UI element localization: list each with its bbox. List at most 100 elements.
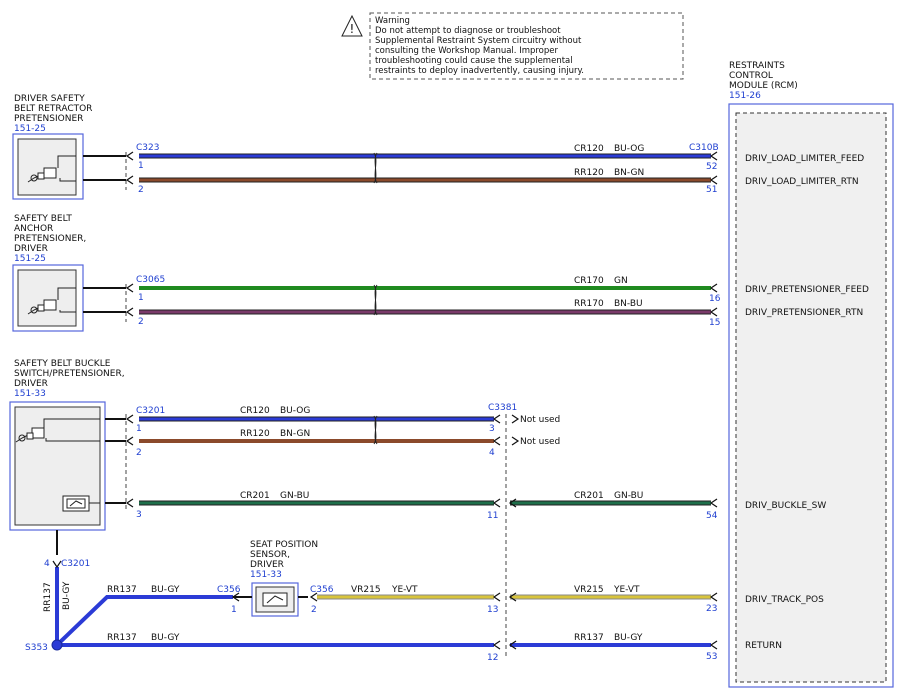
sensor-label-2: SENSOR, xyxy=(250,550,290,560)
warning-box xyxy=(369,12,684,80)
rcm-inner-body xyxy=(735,112,887,683)
wire-label-cr120-top-circuit: CR120 xyxy=(574,144,604,154)
buckle-label-2: SWITCH/PRETENSIONER, xyxy=(14,369,125,379)
pin-c3381-3: 3 xyxy=(489,424,495,434)
pin-c3201-2: 2 xyxy=(136,448,142,458)
wires xyxy=(55,153,711,647)
rcm-module: RESTRAINTS CONTROL MODULE (RCM) 151-26 D… xyxy=(706,61,894,688)
retractor-label-2: BELT RETRACTOR xyxy=(14,104,92,114)
sensor-label-3: DRIVER xyxy=(250,560,284,570)
anchor-label-2: ANCHOR xyxy=(14,224,53,234)
wire-label-rr120-top-circuit: RR120 xyxy=(574,168,604,178)
sensor-switch-icon xyxy=(262,592,288,607)
warning-line-4: troubleshooting could cause the suppleme… xyxy=(375,56,573,66)
wire-label-rr137-vertical-circuit: RR137 xyxy=(43,582,53,612)
rcm-ref: 151-26 xyxy=(729,91,761,101)
connector-arrows xyxy=(52,151,718,650)
pin-c3201-4: 4 xyxy=(44,559,50,569)
wire-label-rr137-sensor-color: BU-GY xyxy=(151,585,180,595)
wire-label-rr120-top-color: BN-GN xyxy=(614,168,644,178)
buckle-switch-pretensioner: SAFETY BELT BUCKLE SWITCH/PRETENSIONER, … xyxy=(9,359,125,531)
wire-label-vr215-left-circuit: VR215 xyxy=(351,585,381,595)
warning-line-3: consulting the Workshop Manual. Improper xyxy=(375,46,559,56)
warning-line-2: Supplemental Restraint System circuitry … xyxy=(375,36,582,46)
wire-label-cr201-right-circuit: CR201 xyxy=(574,491,604,501)
rcm-pin-52: 52 xyxy=(706,162,717,172)
wire-label-cr120-buckle-color: BU-OG xyxy=(280,406,310,416)
wire-label-vr215-right-color: YE-VT xyxy=(613,585,640,595)
buckle-ref: 151-33 xyxy=(14,389,46,399)
warning-notice: ! Warning Do not attempt to diagnose or … xyxy=(341,12,684,80)
pin-c3201-3: 3 xyxy=(136,510,142,520)
rcm-pin-name-53: RETURN xyxy=(745,641,782,651)
wire-label-rr137-sensor-circuit: RR137 xyxy=(107,585,137,595)
splice-s353 xyxy=(51,639,63,651)
anchor-label-3: PRETENSIONER, xyxy=(14,234,86,244)
rcm-pin-23: 23 xyxy=(706,604,717,614)
pin-c3381-4: 4 xyxy=(489,448,495,458)
label-s353: S353 xyxy=(25,643,48,653)
rcm-pin-name-51: DRIV_LOAD_LIMITER_RTN xyxy=(745,177,859,187)
twisted-pair-markers xyxy=(373,152,378,445)
wire-label-rr137-return-left-circuit: RR137 xyxy=(107,633,137,643)
retractor-inner xyxy=(17,138,77,196)
wire-label-rr137-return-right-color: BU-GY xyxy=(614,633,643,643)
anchor-ref: 151-25 xyxy=(14,254,46,264)
wire-label-vr215-left-color: YE-VT xyxy=(391,585,418,595)
wire-label-cr120-top-color: BU-OG xyxy=(614,144,644,154)
sensor-label-1: SEAT POSITION xyxy=(250,540,318,550)
anchor-label-1: SAFETY BELT xyxy=(14,214,72,224)
retractor-pretensioner: DRIVER SAFETY BELT RETRACTOR PRETENSIONE… xyxy=(12,94,92,200)
wire-label-rr120-buckle-color: BN-GN xyxy=(280,429,310,439)
wire-label-cr120-buckle-circuit: CR120 xyxy=(240,406,270,416)
buckle-switch-icon xyxy=(62,495,100,512)
wire-label-rr137-return-left-color: BU-GY xyxy=(151,633,180,643)
anchor-pretensioner: SAFETY BELT ANCHOR PRETENSIONER, DRIVER … xyxy=(12,214,86,332)
squib-icon xyxy=(15,418,100,443)
label-c3065: C3065 xyxy=(136,275,165,285)
rcm-label-3: MODULE (RCM) xyxy=(729,81,798,91)
wire-label-cr170-color: GN xyxy=(614,276,628,286)
warning-line-1: Do not attempt to diagnose or troublesho… xyxy=(375,26,561,36)
wire-label-rr120-buckle-circuit: RR120 xyxy=(240,429,270,439)
rcm-pin-16: 16 xyxy=(709,294,721,304)
pin-c3065-2: 2 xyxy=(138,317,144,327)
warning-triangle-icon xyxy=(341,14,363,37)
wire-labels: CR120 BU-OG RR120 BN-GN CR170 GN RR170 B… xyxy=(43,144,644,643)
rcm-pin-name-52: DRIV_LOAD_LIMITER_FEED xyxy=(745,154,864,164)
pin-c323-2: 2 xyxy=(138,185,144,195)
squib-icon xyxy=(27,155,76,183)
anchor-label-4: DRIVER xyxy=(14,244,48,254)
retractor-label-3: PRETENSIONER xyxy=(14,114,83,124)
pin-c3381-13: 13 xyxy=(487,605,498,615)
wire-label-cr201-right-color: GN-BU xyxy=(614,491,643,501)
retractor-label-1: DRIVER SAFETY xyxy=(14,94,85,104)
label-c323: C323 xyxy=(136,143,159,153)
seat-position-sensor: SEAT POSITION SENSOR, DRIVER 151-33 xyxy=(250,540,318,617)
buckle-label-3: DRIVER xyxy=(14,379,48,389)
warning-exclamation-icon: ! xyxy=(350,22,355,36)
sensor-ref: 151-33 xyxy=(250,570,282,580)
warning-line-5: restraints to deploy inadvertently, caus… xyxy=(375,66,584,76)
not-used-label-1: Not used xyxy=(520,415,560,425)
retractor-ref: 151-25 xyxy=(14,124,46,134)
squib-icon xyxy=(27,287,76,315)
pin-c3201-1: 1 xyxy=(136,424,142,434)
pin-c356-2: 2 xyxy=(311,605,317,615)
wire-label-rr137-return-right-circuit: RR137 xyxy=(574,633,604,643)
rcm-pin-name-15: DRIV_PRETENSIONER_RTN xyxy=(745,308,863,318)
connector-guides xyxy=(125,152,507,656)
pin-c356-1: 1 xyxy=(231,605,237,615)
label-c3201-bottom: C3201 xyxy=(61,559,90,569)
wire-label-rr170-color: BN-BU xyxy=(614,299,643,309)
pin-c3381-11: 11 xyxy=(487,511,498,521)
rcm-pin-15: 15 xyxy=(709,318,720,328)
connector-labels: C323 C310B C3065 C3201 C3381 C3201 C356 … xyxy=(25,143,719,663)
rcm-pin-name-16: DRIV_PRETENSIONER_FEED xyxy=(745,285,869,295)
rcm-pin-54: 54 xyxy=(706,511,718,521)
buckle-label-1: SAFETY BELT BUCKLE xyxy=(14,359,111,369)
pin-c3381-12: 12 xyxy=(487,653,498,663)
pin-c3065-1: 1 xyxy=(138,293,144,303)
label-c3201: C3201 xyxy=(136,406,165,416)
